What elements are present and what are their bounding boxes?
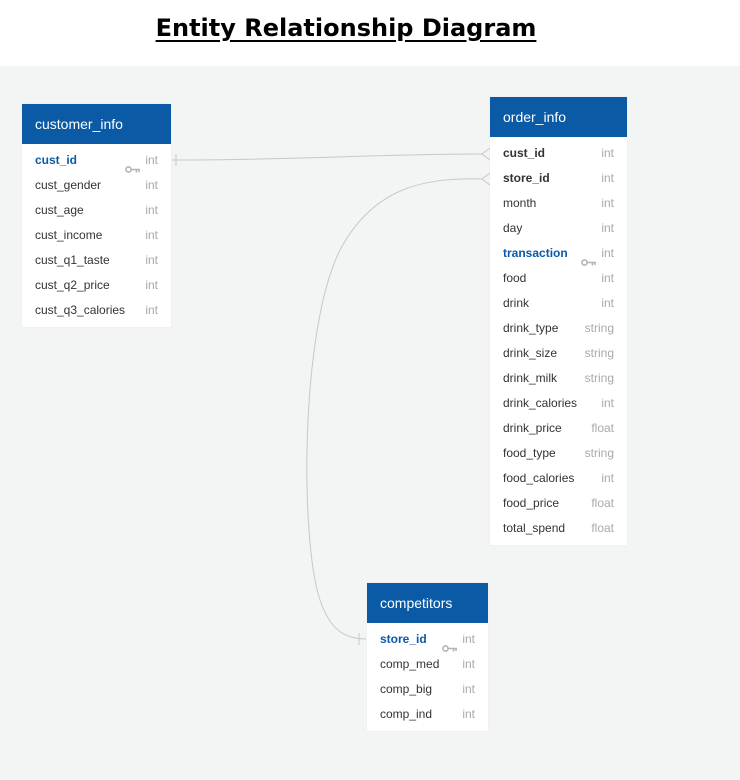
field-row-cust-age[interactable]: cust_age int	[22, 198, 171, 223]
many-marker	[481, 147, 491, 161]
field-name: cust_q1_taste	[35, 253, 110, 267]
field-type: int	[145, 153, 158, 167]
field-row-cust-gender[interactable]: cust_gender int	[22, 173, 171, 198]
field-row-cust-q2-price[interactable]: cust_q2_price int	[22, 273, 171, 298]
field-row-drink[interactable]: drink int	[490, 291, 627, 316]
field-name: drink_size	[503, 346, 558, 360]
field-type: int	[601, 246, 614, 260]
field-type: int	[145, 178, 158, 192]
field-row-comp-ind[interactable]: comp_ind int	[367, 702, 488, 727]
field-type: string	[584, 346, 614, 360]
relationship-customer-order	[171, 147, 491, 166]
field-name: cust_id	[503, 146, 546, 160]
field-type: int	[145, 228, 158, 242]
primary-key-icon	[442, 636, 458, 652]
field-name: month	[503, 196, 537, 210]
field-name: drink_price	[503, 421, 562, 435]
field-type: string	[584, 321, 614, 335]
field-type: int	[145, 278, 158, 292]
field-name: total_spend	[503, 521, 566, 535]
field-name: transaction	[503, 246, 568, 260]
field-row-total-spend[interactable]: total_spend float	[490, 516, 627, 541]
field-type: int	[462, 657, 475, 671]
field-row-cust-id[interactable]: cust_id int	[490, 141, 627, 166]
primary-key-icon	[581, 250, 597, 266]
field-type: float	[591, 521, 614, 535]
field-row-comp-med[interactable]: comp_med int	[367, 652, 488, 677]
field-type: int	[601, 196, 614, 210]
field-type: int	[601, 171, 614, 185]
field-name: comp_big	[380, 682, 433, 696]
field-type: int	[601, 146, 614, 160]
field-type: int	[601, 471, 614, 485]
field-row-drink-calories[interactable]: drink_calories int	[490, 391, 627, 416]
field-type: int	[462, 682, 475, 696]
field-type: float	[591, 496, 614, 510]
table-header[interactable]: customer_info	[22, 104, 171, 144]
many-marker	[481, 172, 491, 186]
field-name: cust_id	[35, 153, 78, 167]
field-row-store-id[interactable]: store_id int	[490, 166, 627, 191]
field-row-transaction[interactable]: transaction int	[490, 241, 627, 266]
field-name: store_id	[503, 171, 550, 185]
diagram-title: Entity Relationship Diagram	[155, 14, 537, 42]
field-name: day	[503, 221, 523, 235]
field-type: int	[462, 632, 475, 646]
field-name: cust_q2_price	[35, 278, 110, 292]
field-name: food_calories	[503, 471, 575, 485]
field-name: cust_q3_calories	[35, 303, 126, 317]
field-row-cust-id[interactable]: cust_id int	[22, 148, 171, 173]
field-type: int	[601, 396, 614, 410]
field-name: drink	[503, 296, 530, 310]
field-row-food[interactable]: food int	[490, 266, 627, 291]
field-name: drink_type	[503, 321, 559, 335]
relationship-competitors-order	[306, 172, 491, 645]
field-row-cust-q1-taste[interactable]: cust_q1_taste int	[22, 248, 171, 273]
field-name: food_type	[503, 446, 556, 460]
field-row-drink-price[interactable]: drink_price float	[490, 416, 627, 441]
field-type: int	[601, 221, 614, 235]
field-row-cust-q3-calories[interactable]: cust_q3_calories int	[22, 298, 171, 323]
table-header[interactable]: competitors	[367, 583, 488, 623]
field-row-day[interactable]: day int	[490, 216, 627, 241]
field-type: int	[462, 707, 475, 721]
field-name: drink_calories	[503, 396, 578, 410]
field-type: int	[601, 271, 614, 285]
field-name: food	[503, 271, 527, 285]
field-name: cust_age	[35, 203, 84, 217]
field-type: int	[145, 253, 158, 267]
field-name: cust_gender	[35, 178, 102, 192]
field-row-food-type[interactable]: food_type string	[490, 441, 627, 466]
field-row-food-calories[interactable]: food_calories int	[490, 466, 627, 491]
field-type: string	[584, 446, 614, 460]
field-type: int	[145, 303, 158, 317]
primary-key-icon	[125, 157, 141, 173]
field-row-comp-big[interactable]: comp_big int	[367, 677, 488, 702]
field-name: food_price	[503, 496, 560, 510]
field-type: int	[601, 296, 614, 310]
field-name: cust_income	[35, 228, 103, 242]
field-type: float	[591, 421, 614, 435]
field-name: comp_med	[380, 657, 440, 671]
field-row-drink-size[interactable]: drink_size string	[490, 341, 627, 366]
field-name: drink_milk	[503, 371, 558, 385]
field-row-food-price[interactable]: food_price float	[490, 491, 627, 516]
field-type: int	[145, 203, 158, 217]
field-row-drink-type[interactable]: drink_type string	[490, 316, 627, 341]
field-row-drink-milk[interactable]: drink_milk string	[490, 366, 627, 391]
field-row-cust-income[interactable]: cust_income int	[22, 223, 171, 248]
field-row-store-id[interactable]: store_id int	[367, 627, 488, 652]
field-row-month[interactable]: month int	[490, 191, 627, 216]
field-type: string	[584, 371, 614, 385]
table-header[interactable]: order_info	[490, 97, 627, 137]
field-name: store_id	[380, 632, 427, 646]
field-name: comp_ind	[380, 707, 433, 721]
